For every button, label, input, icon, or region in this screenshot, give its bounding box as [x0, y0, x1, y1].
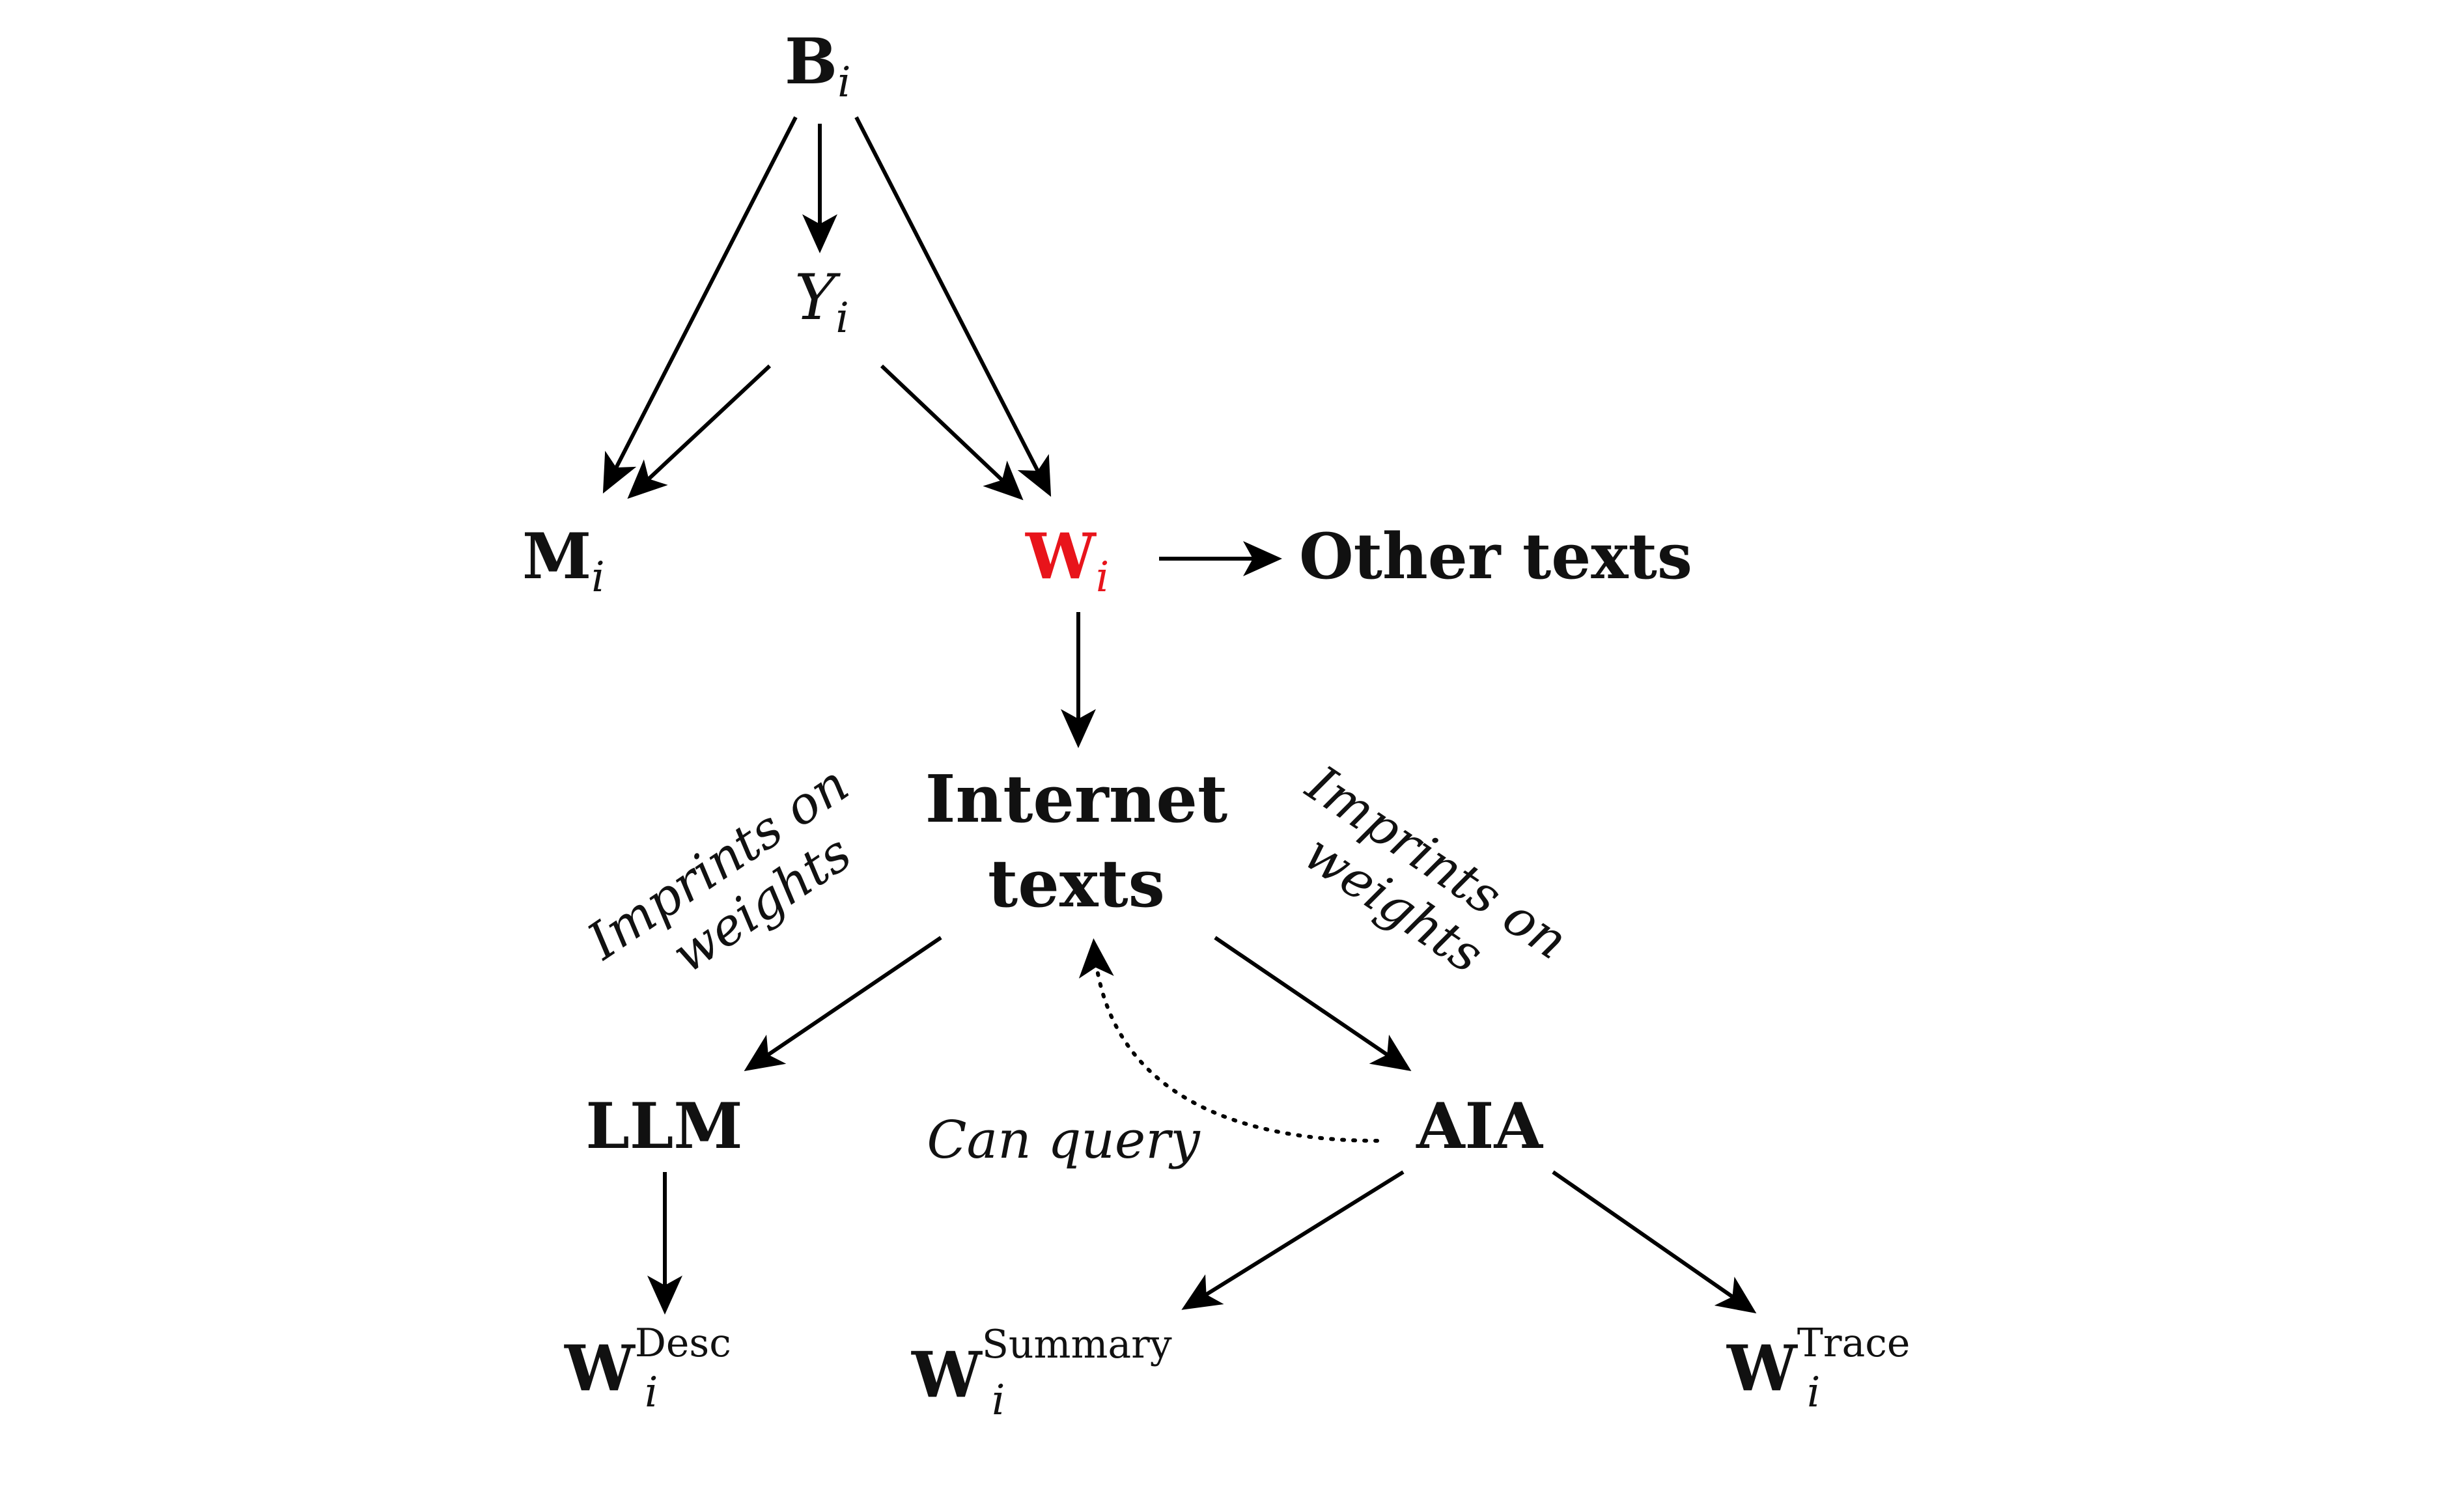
node-y-sub: i — [835, 294, 848, 342]
node-m: Mi — [522, 520, 605, 602]
edge-aia-to-wtrace — [1552, 1170, 1757, 1314]
node-aia: AIA — [1416, 1089, 1543, 1163]
label-right-imprints: Imprints on weights — [1294, 754, 1578, 984]
edge-y-to-w — [880, 364, 1024, 501]
edge-aia-to-wsummary — [1181, 1170, 1405, 1310]
node-w-summary-sub: i — [992, 1376, 1005, 1425]
node-b-base: B — [785, 25, 837, 98]
node-m-base: M — [522, 520, 591, 593]
node-internet-line2: texts — [988, 845, 1165, 922]
node-w-desc: WDesc — [564, 1320, 731, 1405]
node-b-sub: i — [837, 59, 850, 107]
node-w-summary-base: W — [911, 1338, 983, 1412]
label-left-imprints: Imprints on weights — [576, 755, 861, 984]
node-y: Yi — [794, 261, 849, 342]
edge-b-to-w — [854, 116, 1052, 497]
node-w-trace-sub: i — [1807, 1369, 1820, 1417]
node-w-desc-sub: i — [645, 1369, 658, 1417]
node-w-summary: WSummary — [911, 1322, 1172, 1412]
node-b: Bi — [785, 25, 851, 107]
node-w-desc-sup: Desc — [635, 1320, 731, 1366]
node-w-trace-base: W — [1726, 1332, 1798, 1405]
edge-b-to-m — [602, 116, 798, 494]
node-internet-line1: Internet — [925, 761, 1228, 837]
node-other-texts: Other texts — [1299, 520, 1692, 593]
edge-y-to-m — [627, 364, 772, 499]
node-y-base: Y — [794, 261, 841, 334]
edge-internet-to-aia — [1214, 936, 1412, 1072]
node-w-desc-base: W — [564, 1332, 636, 1405]
node-m-sub: i — [591, 553, 604, 602]
node-w-sub: i — [1096, 553, 1109, 602]
node-w-base: W — [1025, 520, 1097, 593]
node-w-trace: WTrace — [1726, 1320, 1910, 1405]
node-llm: LLM — [585, 1089, 742, 1163]
label-can-query: Can query — [927, 1110, 1201, 1170]
node-w: Wi — [1025, 520, 1109, 602]
edge-aia-query-internet — [1078, 938, 1379, 1143]
node-w-trace-sup: Trace — [1797, 1320, 1911, 1366]
edge-internet-to-llm — [744, 936, 942, 1072]
node-w-summary-sup: Summary — [982, 1322, 1172, 1367]
